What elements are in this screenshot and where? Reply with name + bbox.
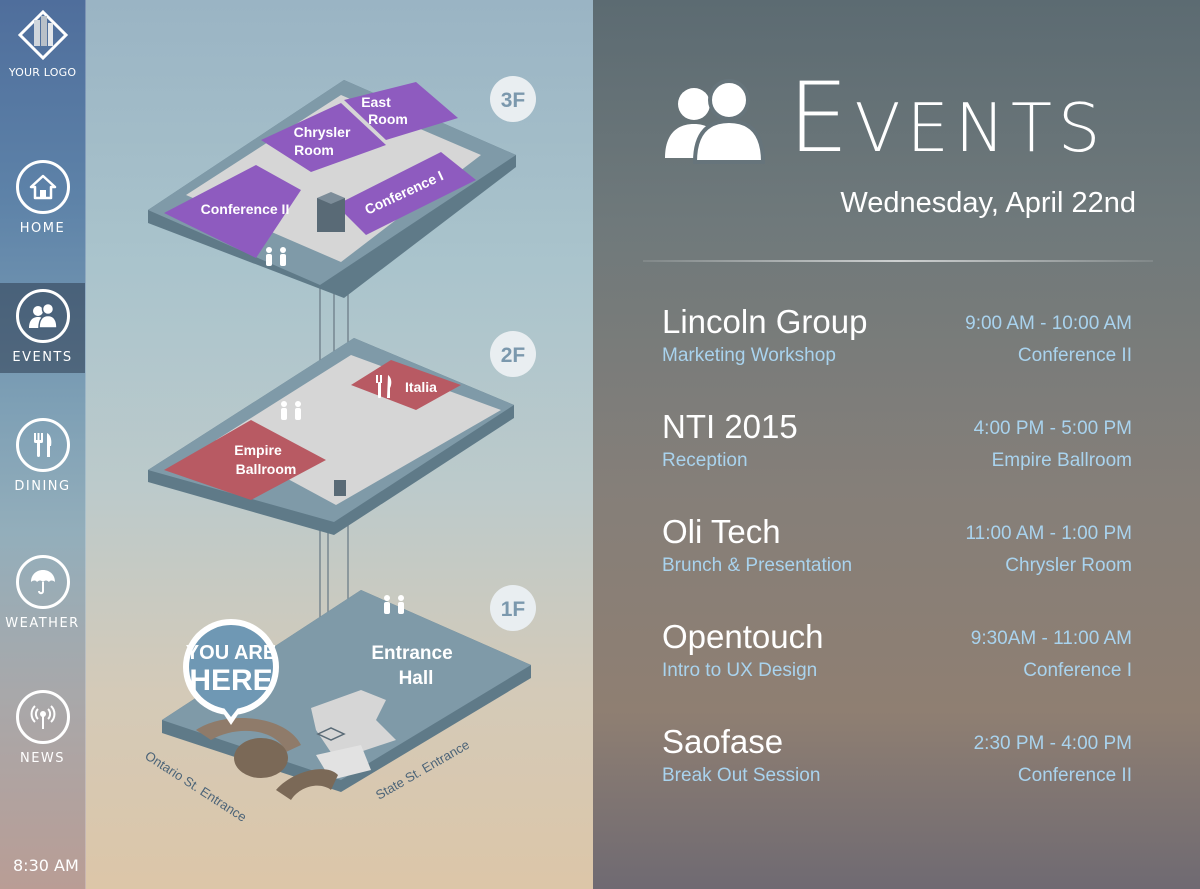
you-are-here-line2: HERE <box>189 664 272 697</box>
event-name: Lincoln Group <box>662 303 868 340</box>
label-chrysler: Chrysler <box>294 124 351 140</box>
floor-badge-3f <box>490 76 536 122</box>
clock: 8:30 AM <box>13 856 79 875</box>
room-conference-i[interactable] <box>336 152 476 235</box>
nav-weather[interactable]: WEATHER <box>0 555 85 645</box>
nav-label-dining: DINING <box>14 479 71 494</box>
nav-label-home: HOME <box>19 221 66 236</box>
nav-label-news: NEWS <box>19 751 66 766</box>
event-description: Brunch & Presentation <box>662 555 853 576</box>
logo-icon <box>17 9 68 61</box>
home-icon <box>29 174 56 200</box>
logo-text: YOUR LOGO <box>8 66 77 79</box>
nav-events[interactable]: EVENTS <box>0 283 85 373</box>
restroom-icon <box>384 595 404 614</box>
label-entrance: Entrance <box>371 643 452 664</box>
room-empire-ballroom[interactable] <box>164 420 326 500</box>
floor-badge-2f-text: 2F <box>501 344 526 367</box>
event-name: Opentouch <box>662 618 824 655</box>
floor-2[interactable]: Italia Empire Ballroom 2F <box>148 331 536 535</box>
you-are-here-line1: YOU ARE <box>186 642 276 664</box>
event-room: Conference I <box>1023 660 1132 681</box>
divider <box>643 260 1153 262</box>
event-time: 11:00 AM - 1:00 PM <box>965 523 1132 544</box>
label-ballroom: Ballroom <box>236 461 297 477</box>
floor-badge-3f-text: 3F <box>501 89 526 112</box>
people-icon <box>28 302 58 329</box>
event-time: 2:30 PM - 4:00 PM <box>973 733 1132 754</box>
nav-label-weather: WEATHER <box>5 616 80 631</box>
restroom-icon <box>266 247 286 266</box>
event-item[interactable]: NTI 2015 Reception 4:00 PM - 5:00 PM Emp… <box>662 408 1132 488</box>
event-item[interactable]: Lincoln Group Marketing Workshop 9:00 AM… <box>662 303 1132 383</box>
label-room-a: Room <box>368 111 408 127</box>
label-room-b: Room <box>294 142 334 158</box>
event-time: 9:30AM - 11:00 AM <box>970 628 1132 649</box>
label-hall: Hall <box>399 668 434 689</box>
room-east-room[interactable] <box>344 82 458 140</box>
page-title: Events <box>788 62 1107 174</box>
label-conference-ii: Conference II <box>201 201 290 217</box>
room-conference-ii[interactable] <box>164 165 301 258</box>
label-east: East <box>361 94 391 110</box>
floor-map[interactable]: East Room Chrysler Room Conference II Co… <box>86 0 593 889</box>
room-italia[interactable] <box>351 360 461 410</box>
you-are-here-marker: YOU ARE HERE <box>183 619 279 725</box>
nav-news[interactable]: NEWS <box>0 690 85 780</box>
event-description: Intro to UX Design <box>662 660 818 681</box>
nav-label-events: EVENTS <box>12 350 73 365</box>
floor-badge-1f-text: 1F <box>501 598 526 621</box>
label-italia: Italia <box>405 379 437 395</box>
nav-home[interactable]: HOME <box>0 160 85 250</box>
event-name: Oli Tech <box>662 513 781 550</box>
event-date: Wednesday, April 22nd <box>840 187 1136 219</box>
fork-knife-icon <box>33 433 51 457</box>
floor-badge-1f <box>490 585 536 631</box>
fork-knife-icon-map <box>376 375 392 398</box>
event-name: NTI 2015 <box>662 408 798 445</box>
event-room: Chrysler Room <box>1005 555 1132 576</box>
sidebar: YOUR LOGO HOME EVENTS <box>0 0 86 889</box>
restroom-icon <box>281 401 301 420</box>
floor-1[interactable]: Entrance Hall YOU ARE HERE Ontario St. E… <box>142 585 536 825</box>
floor-map-drawing: East Room Chrysler Room Conference II Co… <box>142 76 536 825</box>
event-description: Marketing Workshop <box>662 345 836 366</box>
umbrella-icon <box>30 570 55 595</box>
event-time: 4:00 PM - 5:00 PM <box>973 418 1132 439</box>
label-empire: Empire <box>234 442 282 458</box>
fountain <box>234 738 288 778</box>
floor-3[interactable]: East Room Chrysler Room Conference II Co… <box>148 76 536 298</box>
event-item[interactable]: Saofase Break Out Session 2:30 PM - 4:00… <box>662 723 1132 803</box>
logo: YOUR LOGO <box>0 9 85 79</box>
ontario-entrance-label: Ontario St. Entrance <box>142 748 249 825</box>
event-item[interactable]: Oli Tech Brunch & Presentation 11:00 AM … <box>662 513 1132 593</box>
event-name: Saofase <box>662 723 784 760</box>
people-icon <box>665 79 766 164</box>
event-time: 9:00 AM - 10:00 AM <box>965 313 1132 334</box>
event-room: Conference II <box>1017 345 1132 366</box>
event-item[interactable]: Opentouch Intro to UX Design 9:30AM - 11… <box>662 618 1132 698</box>
room-chrysler-room[interactable] <box>261 103 386 172</box>
event-room: Empire Ballroom <box>991 450 1132 471</box>
event-description: Reception <box>662 450 748 471</box>
events-panel: Events Wednesday, April 22nd Lincoln Gro… <box>593 0 1200 889</box>
ontario-entrance-steps <box>196 718 301 752</box>
floor-badge-2f <box>490 331 536 377</box>
event-room: Conference II <box>1017 765 1132 786</box>
nav-dining[interactable]: DINING <box>0 418 85 508</box>
event-description: Break Out Session <box>662 765 821 786</box>
broadcast-icon <box>30 705 55 729</box>
